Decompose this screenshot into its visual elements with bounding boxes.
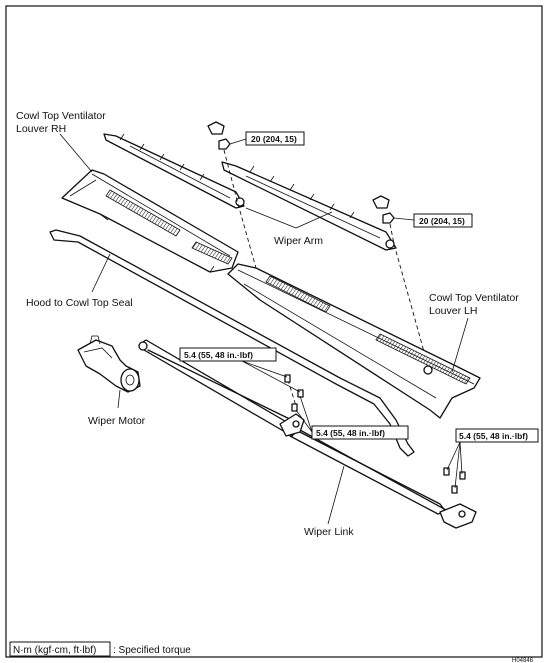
label-wiper-link: Wiper Link: [304, 526, 354, 538]
wiper-link: [138, 339, 477, 529]
arm-nut-lh: [382, 212, 395, 224]
svg-text:5.4 (55, 48 in.·lbf): 5.4 (55, 48 in.·lbf): [316, 428, 385, 438]
wiper-arm-lh: [221, 161, 397, 251]
label-cowl-rh-line2: Louver RH: [16, 123, 66, 135]
leader-torque-center-2: [295, 409, 313, 433]
arm-cap-lh: [372, 195, 390, 209]
leader-torque-right-2: [459, 441, 463, 475]
label-wiper-motor: Wiper Motor: [88, 415, 146, 427]
legend-text: : Specified torque: [113, 645, 191, 656]
svg-text:20 (204, 15): 20 (204, 15): [419, 216, 465, 226]
label-hood-seal: Hood to Cowl Top Seal: [26, 297, 133, 309]
leader-torque-right-1: [446, 441, 461, 471]
svg-text:5.4 (55, 48 in.·lbf): 5.4 (55, 48 in.·lbf): [459, 431, 528, 441]
torque-box-link-right: 5.4 (55, 48 in.·lbf): [455, 428, 539, 443]
cowl-louver-rh: [61, 169, 239, 273]
leader-wiper-arm-lh: [295, 211, 333, 229]
torque-box-arm-lh: 20 (204, 15): [413, 213, 473, 228]
leader-torque-motor-2: [241, 360, 301, 393]
svg-text:5.4 (55, 48 in.·lbf): 5.4 (55, 48 in.·lbf): [184, 350, 253, 360]
leader-torque-arm-lh: [393, 217, 415, 221]
leader-wiper-arm-rh: [245, 207, 297, 229]
leader-wiper-motor: [117, 389, 121, 409]
align-line-rh: [223, 149, 257, 269]
label-cowl-rh-line1: Cowl Top Ventilator: [16, 110, 106, 122]
leader-cowl-lh: [451, 317, 469, 373]
cowl-louver-lh: [227, 263, 481, 419]
label-cowl-lh-line1: Cowl Top Ventilator: [429, 292, 519, 304]
torque-legend: N·m (kgf·cm, ft·lbf) : Specified torque: [9, 641, 191, 657]
wiper-arm-rh: [103, 133, 245, 209]
leader-cowl-rh: [59, 133, 93, 173]
label-wiper-arm: Wiper Arm: [274, 235, 323, 247]
align-line-motor: [287, 379, 297, 407]
label-cowl-lh-line2: Louver LH: [429, 305, 477, 317]
torque-box-arm-rh: 20 (204, 15): [245, 131, 305, 146]
link-bolts-right: [443, 467, 466, 494]
leader-torque-motor-1: [241, 360, 288, 378]
legend-unit: N·m (kgf·cm, ft·lbf): [13, 645, 96, 656]
svg-text:20 (204, 15): 20 (204, 15): [251, 134, 297, 144]
diagram-border: [5, 5, 543, 658]
figure-id: H04846: [512, 658, 534, 663]
torque-box-link-center: 5.4 (55, 48 in.·lbf): [311, 425, 409, 440]
arm-nut-rh: [218, 138, 231, 150]
leader-torque-right-3: [454, 441, 461, 489]
arm-cap-rh: [207, 121, 225, 135]
leader-wiper-link: [327, 465, 345, 525]
leader-hood-seal: [91, 253, 111, 293]
torque-box-motor: 5.4 (55, 48 in.·lbf): [179, 347, 277, 362]
link-bolts-center: [284, 374, 304, 412]
hood-to-cowl-top-seal: [49, 229, 415, 457]
leader-torque-arm-rh: [229, 138, 247, 145]
wiper-motor: [77, 335, 141, 393]
leader-torque-center-1: [299, 395, 313, 433]
